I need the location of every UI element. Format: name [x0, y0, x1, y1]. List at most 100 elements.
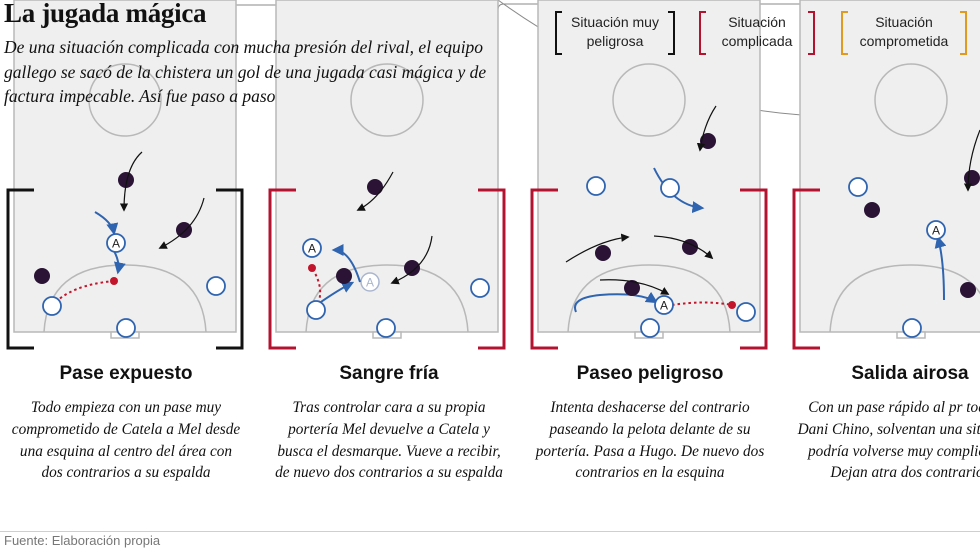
movement-arrow — [331, 244, 361, 283]
previous-position — [360, 272, 380, 292]
legend-complicated: Situación complicada — [700, 10, 814, 54]
center-circle — [350, 63, 424, 137]
own-player — [106, 233, 126, 253]
center-circle — [612, 63, 686, 137]
intro-text: De una situación complicada con mucha pr… — [4, 37, 487, 106]
court-1: A — [6, 0, 244, 350]
ball — [728, 301, 736, 309]
rival-player — [960, 282, 976, 298]
own-player — [654, 295, 674, 315]
legend-bracket-left — [555, 11, 562, 55]
ball-carrier-letter: A — [308, 242, 316, 256]
situation-bracket-right — [740, 188, 768, 350]
page-title: La jugada mágica — [4, 0, 207, 28]
movement-arrow — [934, 235, 947, 301]
court-surface — [275, 0, 499, 333]
step-1-text: Todo empieza con un pase muy comprometid… — [11, 399, 241, 482]
legend-very-dangerous: Situación muy peligrosa — [556, 10, 674, 54]
footer-rule — [0, 531, 980, 532]
legend-label: Situación muy peligrosa — [571, 14, 659, 49]
movement-arrow — [158, 197, 205, 249]
movement-arrow — [963, 129, 980, 192]
own-player — [376, 318, 396, 338]
penalty-area — [829, 264, 980, 333]
rival-player — [682, 239, 698, 255]
movement-arrow — [94, 211, 119, 236]
legend-bracket-left — [699, 11, 706, 55]
own-player — [116, 318, 136, 338]
rival-player — [118, 172, 134, 188]
own-player — [926, 220, 946, 240]
center-circle — [874, 63, 948, 137]
rival-player — [367, 179, 383, 195]
own-player — [660, 178, 680, 198]
ball — [308, 264, 316, 272]
penalty-area — [567, 264, 731, 333]
legend-label: Situación complicada — [721, 14, 793, 49]
court-surface — [799, 0, 980, 333]
situation-bracket-right — [216, 188, 244, 350]
rival-player — [595, 245, 611, 261]
step-3-title: Paseo peligroso — [576, 363, 724, 384]
own-player — [902, 318, 922, 338]
movement-arrow — [390, 235, 433, 285]
movement-arrow — [356, 171, 394, 211]
own-player — [206, 276, 226, 296]
ball-carrier-letter: A — [932, 224, 940, 238]
ball-carrier-letter: A — [112, 237, 120, 251]
movement-arrow — [574, 291, 659, 313]
situation-bracket-left — [268, 188, 296, 350]
own-player — [470, 278, 490, 298]
movement-arrow — [599, 279, 670, 295]
rival-player — [404, 260, 420, 276]
legend-compromised: Situación comprometida — [842, 10, 966, 54]
situation-bracket-left — [792, 188, 820, 350]
own-player — [848, 177, 868, 197]
situation-bracket-left — [530, 188, 558, 350]
own-player — [736, 302, 756, 322]
ball — [110, 277, 118, 285]
rival-player — [336, 268, 352, 284]
ball-carrier-letter: A — [366, 276, 374, 290]
step-4-title: Salida airosa — [851, 363, 969, 384]
own-player — [586, 176, 606, 196]
movement-arrow — [653, 235, 714, 260]
own-player — [42, 296, 62, 316]
rival-player — [700, 133, 716, 149]
movement-arrow — [696, 105, 717, 152]
own-player — [302, 238, 322, 258]
legend-bracket-right — [668, 11, 675, 55]
court-2: AA — [268, 0, 506, 350]
pass-line — [51, 280, 115, 307]
court-3: A — [530, 0, 768, 350]
court-4: A — [792, 0, 980, 350]
movement-arrow — [119, 151, 143, 212]
step-1-title: Pase expuesto — [59, 363, 193, 384]
penalty-area — [305, 264, 469, 333]
pass-line — [671, 301, 733, 306]
court-surface — [13, 0, 237, 333]
legend-bracket-left — [841, 11, 848, 55]
step-3-text: Intenta deshacerse del contrario paseand… — [535, 399, 765, 482]
rival-player — [964, 170, 980, 186]
source-note: Fuente: Elaboración propia — [4, 533, 161, 548]
legend-bracket-right — [808, 11, 815, 55]
center-circle — [88, 63, 162, 137]
situation-bracket-right — [478, 188, 506, 350]
step-2-text: Tras controlar cara a su propia portería… — [275, 399, 503, 482]
ball-carrier-letter: A — [660, 299, 668, 313]
step-4-text: Con un pase rápido al pr toque a Dani Ch… — [797, 399, 980, 482]
own-player — [640, 318, 660, 338]
rival-player — [624, 280, 640, 296]
legend-label: Situación comprometida — [859, 14, 949, 49]
movement-arrow — [565, 233, 630, 263]
rival-player — [864, 202, 880, 218]
own-player — [306, 300, 326, 320]
legend-bracket-right — [960, 11, 967, 55]
rival-player — [176, 222, 192, 238]
situation-bracket-left — [6, 188, 34, 350]
step-2-title: Sangre fría — [339, 363, 439, 384]
rival-player — [34, 268, 50, 284]
